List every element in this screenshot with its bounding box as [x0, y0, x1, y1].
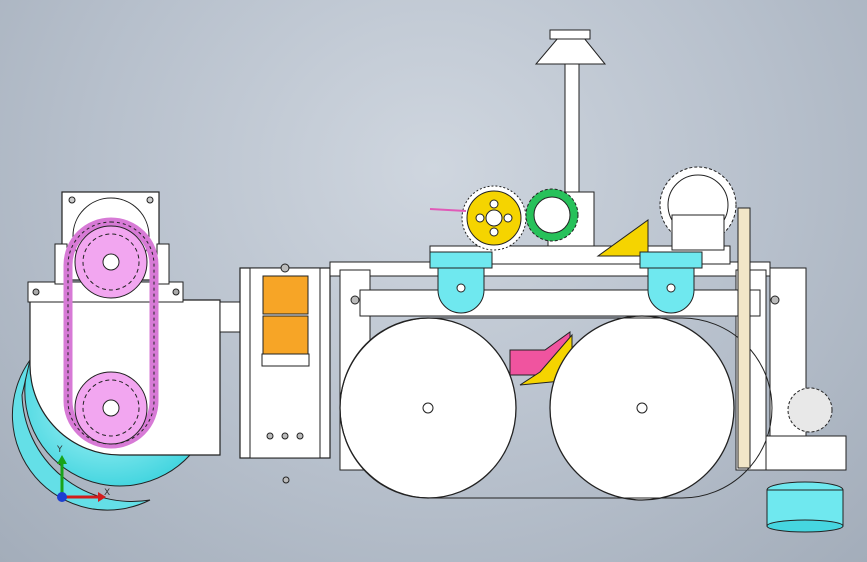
- cyan-bracket-left: [429, 251, 493, 314]
- right-gear: [659, 166, 737, 251]
- orange-block-bottom: [262, 315, 309, 355]
- large-wheel-right: [549, 315, 735, 501]
- y-axis-label: Y: [56, 445, 63, 455]
- yellow-gear: [429, 185, 527, 251]
- x-axis-label: X: [104, 488, 110, 498]
- upper-sprocket: [74, 225, 148, 299]
- drive-belt: [339, 317, 773, 499]
- green-gear: [525, 188, 579, 242]
- cyan-bracket-right: [639, 251, 703, 314]
- lower-sprocket: [74, 371, 148, 445]
- battery-column: [239, 263, 331, 484]
- left-drive-module: X Y: [11, 191, 243, 511]
- coordinate-triad: X Y: [56, 445, 110, 502]
- orange-block-top: [262, 275, 309, 315]
- right-base: [765, 387, 847, 533]
- yellow-bracket: [596, 219, 649, 257]
- vertical-rack: [737, 207, 751, 469]
